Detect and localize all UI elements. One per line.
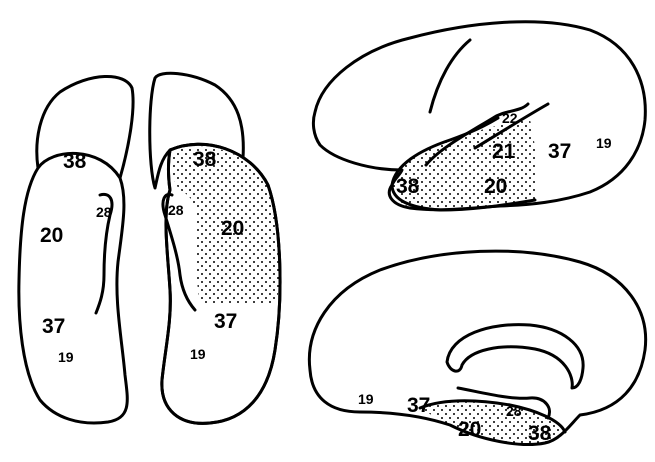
- lateral-view: 22 21 37 19 38 20: [313, 22, 645, 211]
- ventral-left-label-28: 28: [96, 204, 112, 220]
- medial-label-38: 38: [528, 422, 552, 445]
- ventral-left-label-19: 19: [58, 349, 74, 365]
- lateral-label-20: 20: [484, 175, 507, 198]
- medial-label-20: 20: [458, 418, 481, 441]
- lateral-label-37: 37: [548, 140, 571, 163]
- ventral-right-label-38: 38: [193, 148, 217, 171]
- ventral-right-label-37: 37: [214, 310, 237, 333]
- medial-label-19: 19: [358, 391, 374, 407]
- ventral-left-label-38: 38: [63, 150, 87, 173]
- lateral-label-38: 38: [396, 175, 420, 198]
- ventral-right-label-20: 20: [221, 217, 244, 240]
- ventral-left-label-20: 20: [40, 224, 63, 247]
- ventral-left-label-37: 37: [42, 315, 65, 338]
- lateral-label-22: 22: [502, 110, 518, 126]
- ventral-left-temporal-lobe: [19, 153, 127, 423]
- lateral-label-21: 21: [492, 140, 516, 163]
- medial-label-28: 28: [506, 403, 522, 419]
- ventral-view: 38 28 20 37 19 38 28 20 37 19: [19, 73, 280, 423]
- medial-view: 19 37 28 20 38: [309, 251, 645, 445]
- ventral-right-label-28: 28: [168, 202, 184, 218]
- medial-label-37: 37: [407, 394, 430, 417]
- ventral-right-label-19: 19: [190, 346, 206, 362]
- lateral-label-19: 19: [596, 135, 612, 151]
